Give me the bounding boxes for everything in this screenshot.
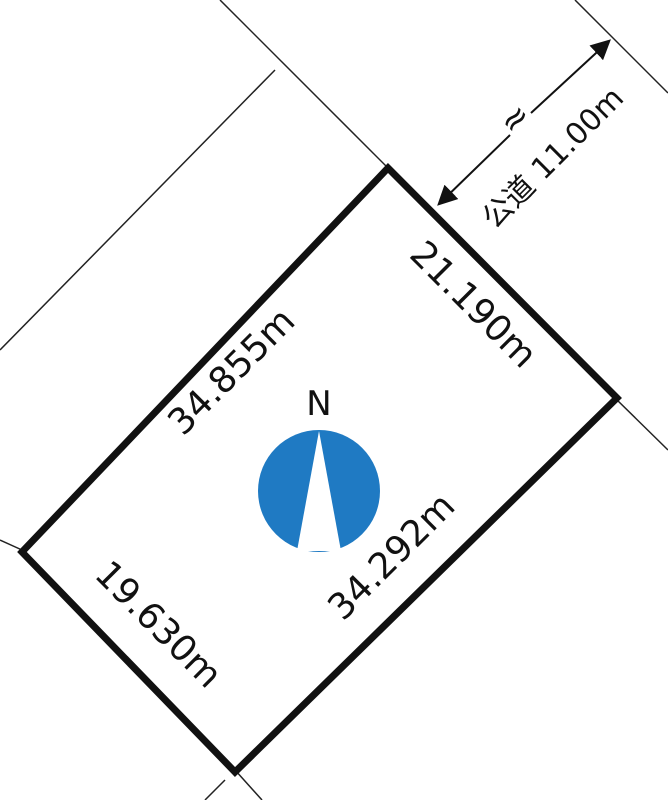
dimension-south-west: 19.630m [87, 553, 230, 696]
north-compass: N [258, 384, 380, 552]
north-label: N [306, 384, 331, 424]
neighbor-line [614, 397, 668, 451]
north-arrow-icon [297, 431, 341, 551]
neighbor-line [234, 769, 263, 800]
neighbor-line [0, 69, 276, 351]
neighbor-line [204, 779, 226, 800]
dimension-west: 34.855m [160, 300, 303, 443]
neighbor-line [574, 0, 668, 94]
road-arrow [530, 39, 611, 114]
road-label: 公道 11.00m [476, 81, 631, 236]
road-break-symbol: ≈ [491, 95, 539, 143]
neighbor-line [0, 539, 23, 551]
road-dimension: ≈ 公道 11.00m [437, 39, 631, 236]
road-arrow [437, 134, 511, 206]
lot-boundary [17, 162, 622, 777]
neighbor-line [219, 0, 389, 169]
